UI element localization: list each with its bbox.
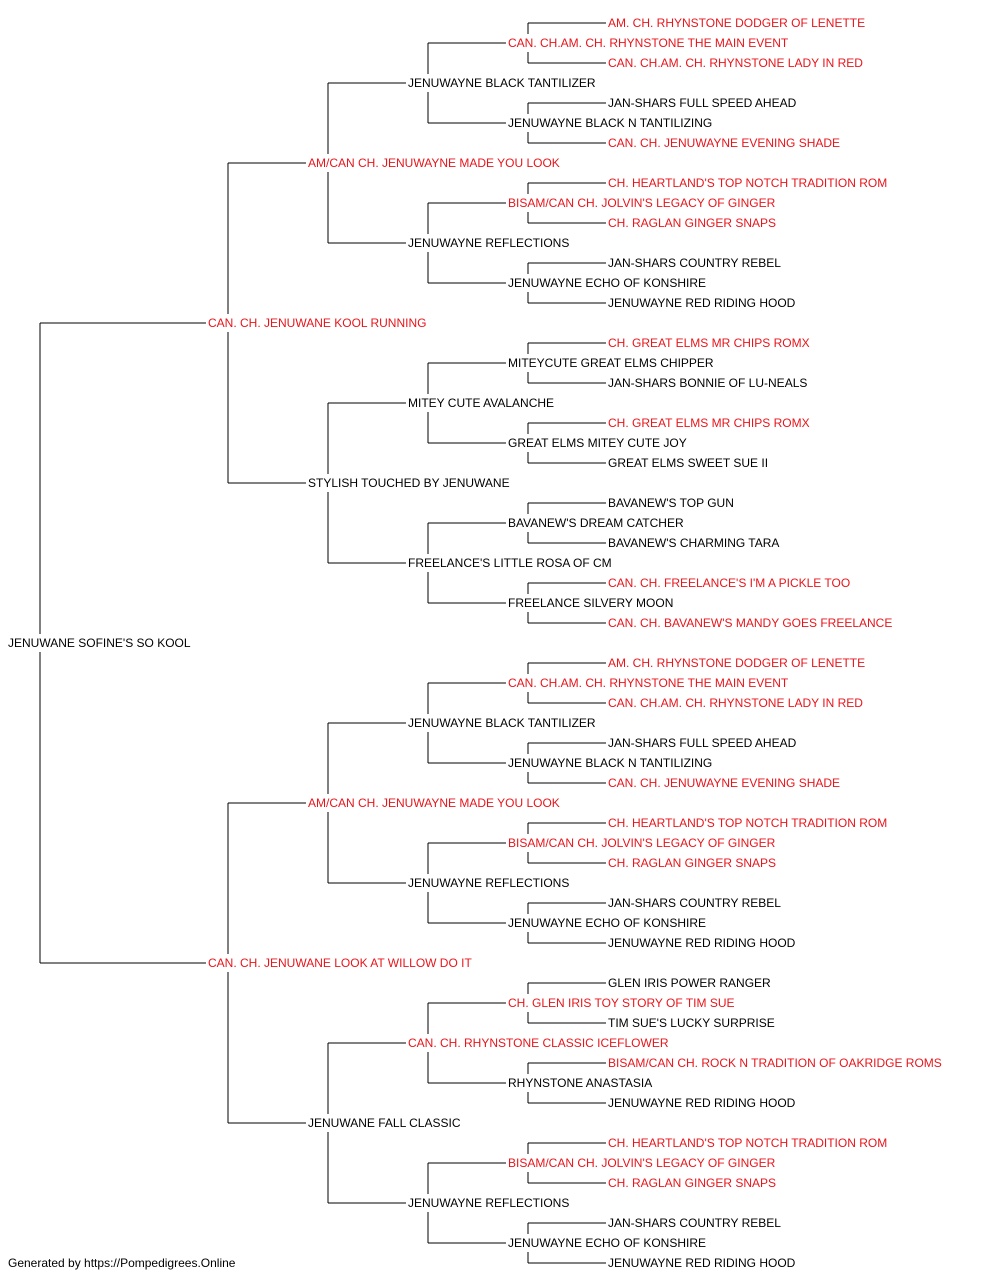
ancestor-name-gen5: JAN-SHARS COUNTRY REBEL xyxy=(608,1216,781,1230)
ancestor-name-gen2: JENUWANE FALL CLASSIC xyxy=(308,1116,461,1130)
generated-by-footer: Generated by https://Pompedigrees.Online xyxy=(8,1256,236,1270)
ancestor-name-gen5: TIM SUE'S LUCKY SURPRISE xyxy=(608,1016,775,1030)
ancestor-name-gen5: CAN. CH.AM. CH. RHYNSTONE LADY IN RED xyxy=(608,696,863,710)
ancestor-name-gen5: GLEN IRIS POWER RANGER xyxy=(608,976,771,990)
ancestor-name-gen5: CAN. CH.AM. CH. RHYNSTONE LADY IN RED xyxy=(608,56,863,70)
ancestor-name-gen4: MITEYCUTE GREAT ELMS CHIPPER xyxy=(508,356,714,370)
ancestor-name-gen4: JENUWAYNE ECHO OF KONSHIRE xyxy=(508,916,706,930)
ancestor-name-gen5: CH. GREAT ELMS MR CHIPS ROMX xyxy=(608,416,810,430)
ancestor-name-gen3: CAN. CH. RHYNSTONE CLASSIC ICEFLOWER xyxy=(408,1036,669,1050)
ancestor-name-gen5: CAN. CH. BAVANEW'S MANDY GOES FREELANCE xyxy=(608,616,892,630)
ancestor-name-gen4: BISAM/CAN CH. JOLVIN'S LEGACY OF GINGER xyxy=(508,1156,776,1170)
ancestor-name-gen4: FREELANCE SILVERY MOON xyxy=(508,596,673,610)
ancestor-name-gen5: JAN-SHARS FULL SPEED AHEAD xyxy=(608,736,797,750)
ancestor-name-gen4: CH. GLEN IRIS TOY STORY OF TIM SUE xyxy=(508,996,735,1010)
ancestor-name-gen5: JAN-SHARS FULL SPEED AHEAD xyxy=(608,96,797,110)
ancestor-name-gen5: BAVANEW'S CHARMING TARA xyxy=(608,536,779,550)
ancestor-name-gen5: JENUWAYNE RED RIDING HOOD xyxy=(608,296,796,310)
ancestor-name-gen5: JENUWAYNE RED RIDING HOOD xyxy=(608,1096,796,1110)
ancestor-name-gen5: BAVANEW'S TOP GUN xyxy=(608,496,734,510)
ancestor-name-gen5: JAN-SHARS BONNIE OF LU-NEALS xyxy=(608,376,807,390)
ancestor-name-gen5: JENUWAYNE RED RIDING HOOD xyxy=(608,1256,796,1270)
ancestor-name-gen4: JENUWAYNE ECHO OF KONSHIRE xyxy=(508,276,706,290)
ancestor-name-gen1: CAN. CH. JENUWANE LOOK AT WILLOW DO IT xyxy=(208,956,472,970)
ancestor-name-gen4: BAVANEW'S DREAM CATCHER xyxy=(508,516,684,530)
ancestor-name-gen5: CH. RAGLAN GINGER SNAPS xyxy=(608,856,776,870)
ancestor-name-gen5: AM. CH. RHYNSTONE DODGER OF LENETTE xyxy=(608,656,865,670)
ancestor-name-gen2: AM/CAN CH. JENUWAYNE MADE YOU LOOK xyxy=(308,156,560,170)
ancestor-name-gen2: STYLISH TOUCHED BY JENUWANE xyxy=(308,476,510,490)
ancestor-name-gen3: FREELANCE'S LITTLE ROSA OF CM xyxy=(408,556,612,570)
ancestor-name-gen4: JENUWAYNE ECHO OF KONSHIRE xyxy=(508,1236,706,1250)
ancestor-name-gen5: CAN. CH. FREELANCE'S I'M A PICKLE TOO xyxy=(608,576,850,590)
ancestor-name-gen4: CAN. CH.AM. CH. RHYNSTONE THE MAIN EVENT xyxy=(508,36,789,50)
ancestor-name-gen5: CH. RAGLAN GINGER SNAPS xyxy=(608,1176,776,1190)
ancestor-name-gen5: CH. HEARTLAND'S TOP NOTCH TRADITION ROM xyxy=(608,1136,887,1150)
ancestor-name-gen4: JENUWAYNE BLACK N TANTILIZING xyxy=(508,756,712,770)
ancestor-name-gen2: AM/CAN CH. JENUWAYNE MADE YOU LOOK xyxy=(308,796,560,810)
ancestor-name-gen3: JENUWAYNE BLACK TANTILIZER xyxy=(408,716,596,730)
ancestor-name-gen5: CAN. CH. JENUWAYNE EVENING SHADE xyxy=(608,136,840,150)
ancestor-name-gen3: MITEY CUTE AVALANCHE xyxy=(408,396,554,410)
ancestor-name-gen4: BISAM/CAN CH. JOLVIN'S LEGACY OF GINGER xyxy=(508,196,776,210)
ancestor-name-gen5: CH. HEARTLAND'S TOP NOTCH TRADITION ROM xyxy=(608,816,887,830)
subject-dog-name: JENUWANE SOFINE'S SO KOOL xyxy=(8,636,191,650)
ancestor-name-gen5: CH. RAGLAN GINGER SNAPS xyxy=(608,216,776,230)
ancestor-name-gen5: CH. GREAT ELMS MR CHIPS ROMX xyxy=(608,336,810,350)
ancestor-name-gen5: AM. CH. RHYNSTONE DODGER OF LENETTE xyxy=(608,16,865,30)
ancestor-name-gen3: JENUWAYNE REFLECTIONS xyxy=(408,236,569,250)
ancestor-name-gen3: JENUWAYNE REFLECTIONS xyxy=(408,1196,569,1210)
ancestor-name-gen1: CAN. CH. JENUWANE KOOL RUNNING xyxy=(208,316,426,330)
ancestor-name-gen5: JAN-SHARS COUNTRY REBEL xyxy=(608,256,781,270)
ancestor-name-gen5: GREAT ELMS SWEET SUE II xyxy=(608,456,768,470)
ancestor-name-gen4: JENUWAYNE BLACK N TANTILIZING xyxy=(508,116,712,130)
ancestor-name-gen4: BISAM/CAN CH. JOLVIN'S LEGACY OF GINGER xyxy=(508,836,776,850)
ancestor-name-gen5: CH. HEARTLAND'S TOP NOTCH TRADITION ROM xyxy=(608,176,887,190)
ancestor-name-gen4: RHYNSTONE ANASTASIA xyxy=(508,1076,652,1090)
ancestor-name-gen4: CAN. CH.AM. CH. RHYNSTONE THE MAIN EVENT xyxy=(508,676,789,690)
ancestor-name-gen5: JENUWAYNE RED RIDING HOOD xyxy=(608,936,796,950)
ancestor-name-gen5: JAN-SHARS COUNTRY REBEL xyxy=(608,896,781,910)
ancestor-name-gen3: JENUWAYNE REFLECTIONS xyxy=(408,876,569,890)
ancestor-name-gen5: CAN. CH. JENUWAYNE EVENING SHADE xyxy=(608,776,840,790)
ancestor-name-gen4: GREAT ELMS MITEY CUTE JOY xyxy=(508,436,687,450)
ancestor-name-gen3: JENUWAYNE BLACK TANTILIZER xyxy=(408,76,596,90)
ancestor-name-gen5: BISAM/CAN CH. ROCK N TRADITION OF OAKRID… xyxy=(608,1056,942,1070)
